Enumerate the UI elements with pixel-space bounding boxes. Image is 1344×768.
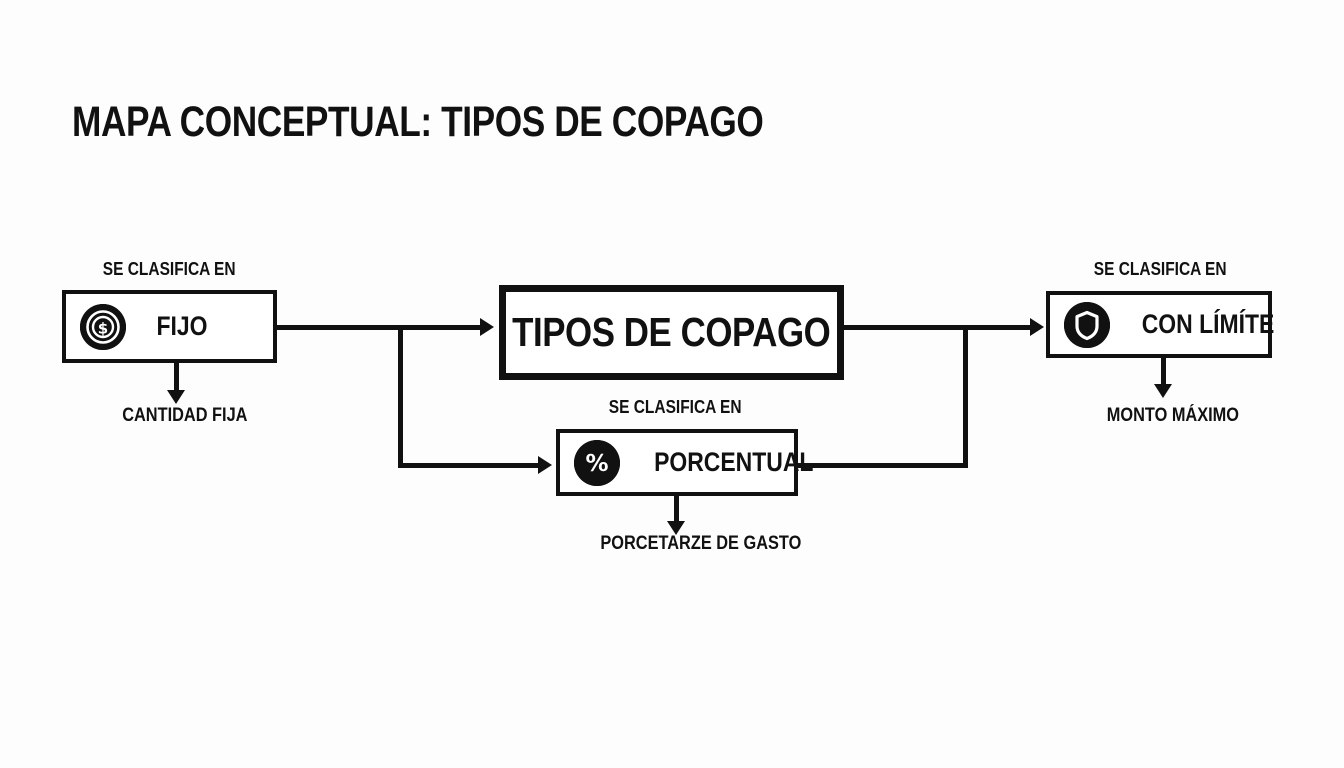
relation-label-porcentual: SE CLASIFICA EN [608, 397, 742, 417]
arrow-right-to-limite [1030, 318, 1044, 336]
detail-label-con-limite: MONTO MÁXIMO [1106, 405, 1240, 426]
arrow-right-to-porcentual [538, 456, 552, 474]
node-tipos-de-copago[interactable]: TIPOS DE COPAGO [499, 285, 844, 380]
relation-label-con-limite: SE CLASIFICA EN [1093, 259, 1227, 279]
connector-con-limite-detail [1161, 358, 1166, 386]
coin-dollar-icon: $ [80, 303, 126, 350]
arrow-down-con-limite [1154, 384, 1172, 398]
connector-fijo-to-center [277, 325, 482, 330]
node-con-limite[interactable]: CON LÍMÍTE [1046, 291, 1275, 358]
node-fijo[interactable]: $ FIJO [62, 290, 277, 363]
connector-right-to-limite [963, 325, 1037, 330]
node-porcentual[interactable]: % PORCENTUAL [556, 429, 813, 496]
relation-label-fijo: SE CLASIFICA EN [102, 259, 236, 279]
svg-text:$: $ [98, 319, 108, 337]
connector-porcentual-to-right [798, 463, 968, 468]
connector-trunk-right-vertical [963, 325, 968, 468]
detail-label-fijo: CANTIDAD FIJA [122, 405, 248, 426]
connector-center-to-right [844, 325, 968, 330]
node-label-porcentual: PORCENTUAL [654, 447, 814, 477]
shield-icon [1064, 301, 1110, 348]
connector-porcentual-detail [674, 496, 679, 523]
page-title: MAPA CONCEPTUAL: TIPOS DE COPAGO [72, 98, 764, 146]
svg-text:%: % [585, 451, 608, 477]
node-label-con-limite: CON LÍMÍTE [1141, 309, 1275, 339]
node-label-fijo: FIJO [156, 311, 208, 341]
arrow-right-to-center [480, 318, 494, 336]
arrow-down-fijo [167, 390, 185, 404]
connector-trunk-left-vertical [398, 325, 403, 468]
percent-icon: % [574, 439, 620, 486]
arrow-down-porcentual [667, 521, 685, 535]
connector-trunk-left-to-porcentual [398, 463, 540, 468]
node-label-tipos-de-copago: TIPOS DE COPAGO [512, 309, 831, 355]
detail-label-porcentual: PORCETARZE DE GASTO [600, 533, 802, 554]
connector-fijo-detail [174, 363, 179, 392]
